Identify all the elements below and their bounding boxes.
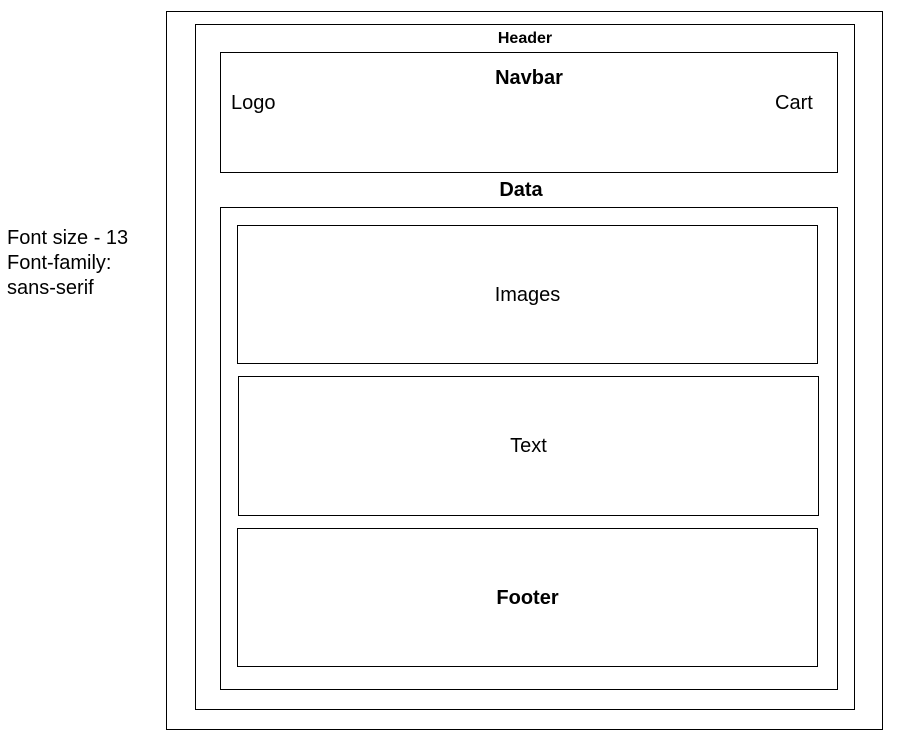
cart-label: Cart: [775, 92, 813, 114]
header-label: Header: [497, 30, 553, 47]
font-note-family-label: Font-family:: [7, 252, 112, 274]
footer-section: Footer: [237, 528, 818, 667]
footer-label: Footer: [496, 586, 559, 609]
navbar-section: [220, 52, 838, 173]
font-note-size: Font size - 13: [7, 227, 129, 249]
font-note: Font size - 13 Font-family: sans-serif: [7, 226, 128, 301]
logo-label: Logo: [231, 92, 276, 114]
images-section: Images: [237, 225, 818, 364]
data-label: Data: [499, 179, 543, 201]
text-label: Text: [510, 435, 547, 457]
images-label: Images: [494, 283, 561, 306]
font-note-family-value: sans-serif: [7, 277, 94, 299]
text-section: Text: [238, 376, 819, 516]
navbar-label: Navbar: [495, 67, 563, 89]
